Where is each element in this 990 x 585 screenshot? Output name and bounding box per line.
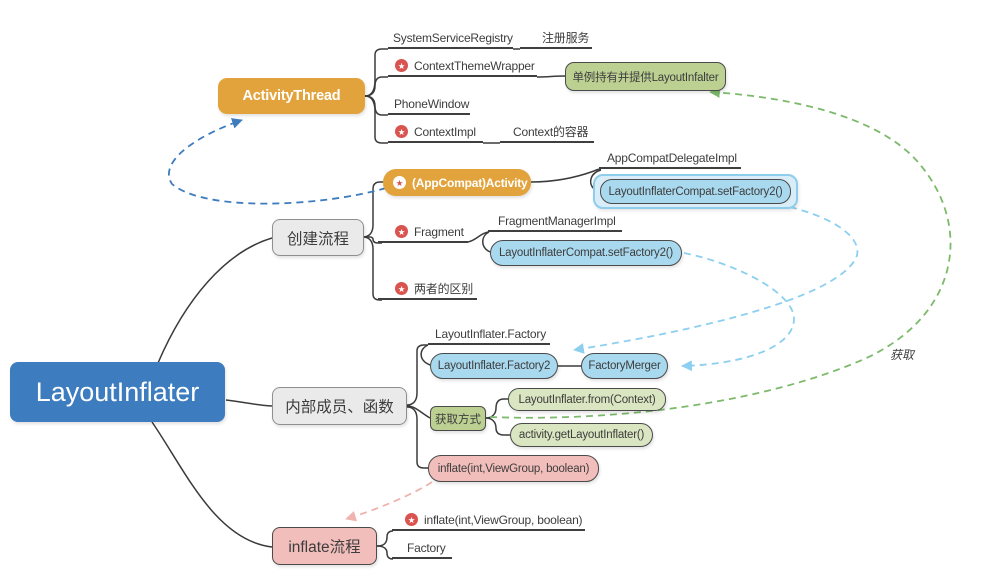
node-difference[interactable]: ★ 两者的区别 [378,281,477,300]
tree-connectors [151,48,602,560]
node-context-container[interactable]: Context的容器 [500,124,594,143]
node-label: 注册服务 [542,31,590,45]
arrow-setfactory2-appcompat-to-factory2 [573,206,859,354]
star-icon[interactable]: ★ [405,513,418,526]
node-fragment-manager-impl[interactable]: FragmentManagerImpl [488,213,622,232]
node-label: ContextThemeWrapper [414,58,535,73]
node-factory-leaf[interactable]: Factory [392,540,452,559]
node-setfactory2-appcompat-highlight[interactable]: LayoutInflaterCompat.setFactory2() [593,174,798,209]
node-label: Factory [407,540,446,555]
node-singleton-note[interactable]: 单例持有并提供LayoutInfalter [565,62,726,91]
node-label: (AppCompat)Activity [412,175,528,190]
node-label: SystemServiceRegistry [393,30,513,45]
star-icon[interactable]: ★ [395,225,408,238]
node-label: FragmentManagerImpl [498,213,616,228]
relationship-label-get[interactable]: 获取 [890,348,915,362]
node-label: AppCompatDelegateImpl [607,150,737,165]
star-icon[interactable]: ★ [395,125,408,138]
node-setfactory2-appcompat[interactable]: LayoutInflaterCompat.setFactory2() [600,179,791,204]
branch-inflate-flow[interactable]: inflate流程 [272,527,377,565]
node-label: PhoneWindow [394,96,470,111]
star-icon[interactable]: ★ [395,282,408,295]
node-get-layout-inflater[interactable]: activity.getLayoutInflater() [510,423,653,447]
node-fragment[interactable]: ★ Fragment [378,224,468,243]
star-icon[interactable]: ★ [393,176,406,189]
node-layoutinflater-factory2[interactable]: LayoutInflater.Factory2 [430,353,558,379]
node-label: inflate(int,ViewGroup, boolean) [424,512,583,527]
node-label: Fragment [414,224,464,239]
node-inflate-function-leaf[interactable]: ★ inflate(int,ViewGroup, boolean) [392,512,585,531]
arrow-get-layoutinflater [489,87,952,419]
node-setfactory2-fragment[interactable]: LayoutInflaterCompat.setFactory2() [490,240,682,266]
node-inflate-function[interactable]: inflate(int,ViewGroup, boolean) [428,455,599,482]
node-appcompat-delegate-impl[interactable]: AppCompatDelegateImpl [599,150,741,169]
node-factory-merger[interactable]: FactoryMerger [581,353,668,379]
arrow-setfactory2-fragment-to-factorymerger [681,252,795,372]
node-label: LayoutInflater.Factory [435,326,546,341]
node-get-method[interactable]: 获取方式 [430,406,486,431]
root-topic-layoutinflater[interactable]: LayoutInflater [10,362,225,422]
node-layoutinflater-factory[interactable]: LayoutInflater.Factory [428,326,550,345]
node-from-context[interactable]: LayoutInflater.from(Context) [508,388,666,411]
branch-create-flow[interactable]: 创建流程 [272,219,364,256]
node-context-theme-wrapper[interactable]: ★ ContextThemeWrapper [388,58,537,77]
node-label: Context的容器 [513,125,589,139]
node-label: ContextImpl [414,124,476,139]
topic-activity-thread[interactable]: ActivityThread [218,78,365,114]
node-phone-window[interactable]: PhoneWindow [388,96,470,115]
node-appcompat-activity[interactable]: ★ (AppCompat)Activity [383,169,531,196]
star-icon[interactable]: ★ [395,59,408,72]
node-system-service-registry[interactable]: SystemServiceRegistry [388,30,513,49]
node-context-impl[interactable]: ★ ContextImpl [388,124,483,143]
branch-internal-members[interactable]: 内部成员、函数 [272,387,407,425]
node-register-service[interactable]: 注册服务 [520,30,592,49]
arrow-to-activity-thread [168,118,387,205]
node-label: 两者的区别 [414,282,474,296]
